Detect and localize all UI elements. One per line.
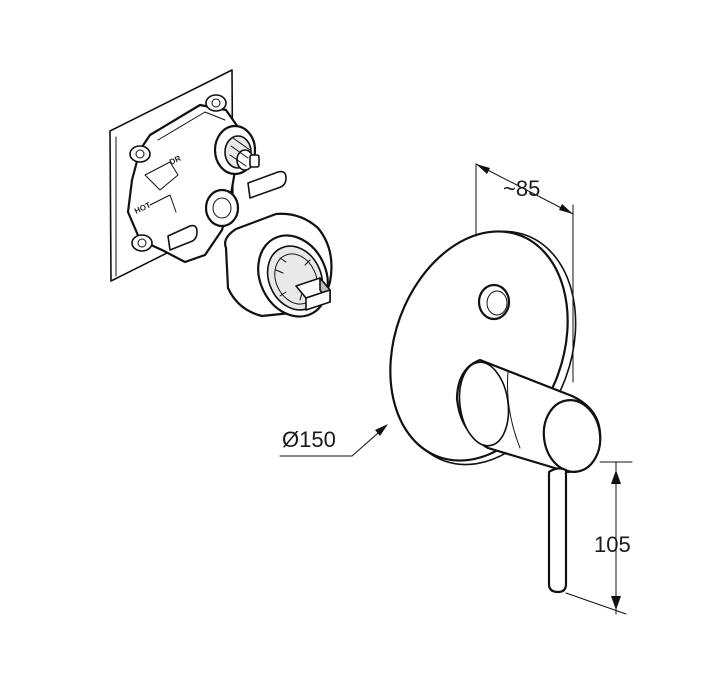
- dimension-depth: ~85: [475, 163, 574, 383]
- center-boss: [204, 188, 240, 228]
- depth-label: ~85: [503, 176, 540, 201]
- upper-port-fitting: [213, 124, 260, 176]
- spindle: [295, 277, 331, 311]
- mixer-handle: [455, 358, 602, 474]
- trim-assembly: [389, 230, 602, 594]
- rough-in-valve-body: DR HOT: [109, 69, 333, 318]
- dimension-height: 105: [565, 461, 633, 615]
- mounting-ear-left: [129, 145, 151, 163]
- height-label: 105: [594, 532, 631, 557]
- mounting-ear-bottom: [131, 234, 153, 252]
- cartridge-cylinder: [224, 212, 333, 318]
- lower-outlet: [167, 224, 198, 251]
- side-outlet: [247, 170, 287, 199]
- dimension-diameter: Ø150: [279, 424, 388, 457]
- mounting-ear-top: [205, 94, 227, 112]
- diameter-label: Ø150: [282, 427, 336, 452]
- diverter-knob: [477, 283, 511, 321]
- lever-handle: [547, 467, 568, 594]
